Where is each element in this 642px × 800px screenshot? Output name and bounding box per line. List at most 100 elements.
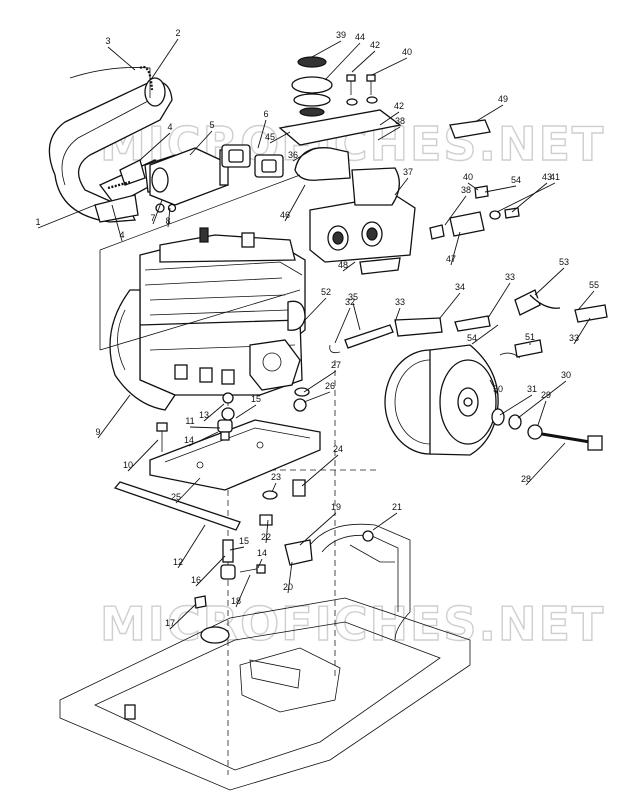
callout-29: 29 [541,390,551,400]
leader-line-2 [151,38,179,79]
callout-16: 16 [191,575,201,585]
leader-line-24 [301,454,339,487]
leader-line-4 [111,204,123,242]
leader-line-46 [284,184,306,222]
leader-line-12 [177,524,206,569]
leader-line-33 [487,282,511,319]
exhaust-gaskets [221,144,284,178]
washer-23 [262,490,278,500]
callout-1: 1 [35,217,40,227]
leader-line-9 [97,394,131,439]
spacer-16 [220,539,236,580]
nut-13 [222,392,234,404]
bolt-22 [259,514,273,526]
callout-54: 54 [511,175,521,185]
leader-line-40 [371,57,408,76]
callout-3: 3 [105,36,110,46]
leader-line-53 [534,267,565,296]
callout-4: 4 [119,230,124,240]
leader-line-47 [450,231,461,266]
callout-11: 11 [185,416,194,426]
callout-22: 22 [261,532,271,542]
bolt-18 [239,564,266,574]
mount-bracket [200,626,230,644]
callout-8: 8 [165,216,170,226]
intake-boots [294,147,400,206]
callout-44: 44 [355,32,365,42]
leader-line-30 [517,380,567,419]
callout-15: 15 [251,394,261,404]
leader-line-54 [484,185,517,193]
callout-53: 53 [559,257,569,267]
leader-line-6 [257,119,267,149]
washer-27 [294,387,310,397]
callout-28: 28 [521,474,531,484]
callout-13: 13 [199,410,209,420]
callout-17: 17 [165,618,175,628]
callout-12: 12 [173,557,183,567]
leader-line-39 [311,40,342,58]
callout-54: 54 [467,333,477,343]
clutch-bolt [491,408,603,451]
callout-42: 42 [370,40,380,50]
leader-line-11 [189,426,221,429]
callout-19: 19 [331,502,341,512]
leader-line-25 [175,477,201,504]
fuel-hardware [329,289,608,359]
callout-47: 47 [446,254,456,264]
nut-21 [362,530,374,542]
callout-32: 32 [345,297,355,307]
bracket-19 [284,539,313,566]
callout-38: 38 [461,185,471,195]
leader-line-42 [351,50,376,73]
leader-line-35 [352,302,361,331]
leader-line-40 [467,182,479,191]
callout-14: 14 [184,435,194,445]
leader-line-14 [257,558,263,569]
cap-stack [291,56,333,117]
callout-4: 4 [167,122,172,132]
leader-line-36 [292,147,316,162]
leader-line-32 [334,307,351,344]
callout-7: 7 [150,213,155,223]
leader-line-17 [169,603,197,630]
leader-line-33 [394,307,401,323]
leader-line-37 [394,177,409,196]
callout-37: 37 [403,167,413,177]
leader-line-15 [235,404,257,419]
callout-26: 26 [325,381,335,391]
leader-line-52 [304,297,327,321]
callout-45: 45 [265,132,275,142]
leader-line-8 [167,207,171,228]
leader-line-43 [511,182,548,213]
callout-9: 9 [95,427,100,437]
leader-line-18 [235,574,251,608]
callout-41: 41 [550,172,560,182]
leader-line-7 [152,199,163,225]
callout-50: 50 [493,384,503,394]
leader-line-15 [229,546,245,551]
callout-43: 43 [542,172,552,182]
leader-line-21 [372,512,398,531]
leader-line-26 [303,391,331,403]
leader-line-19 [299,512,337,546]
callout-5: 5 [209,120,214,130]
callout-51: 51 [525,332,535,342]
callout-31: 31 [527,384,537,394]
callout-48: 48 [338,260,348,270]
leader-line-34 [439,292,461,319]
decal-48 [449,119,491,139]
callout-40: 40 [463,172,473,182]
leader-line-42 [379,111,400,126]
leader-line-31 [499,394,533,416]
callout-10: 10 [123,460,133,470]
heat-plate [278,109,402,146]
leader-line-48 [342,261,356,272]
callout-34: 34 [455,282,465,292]
callout-40: 40 [402,47,412,57]
engine-assembly [109,227,306,411]
drive-clutch [384,344,499,456]
callout-25: 25 [171,492,181,502]
